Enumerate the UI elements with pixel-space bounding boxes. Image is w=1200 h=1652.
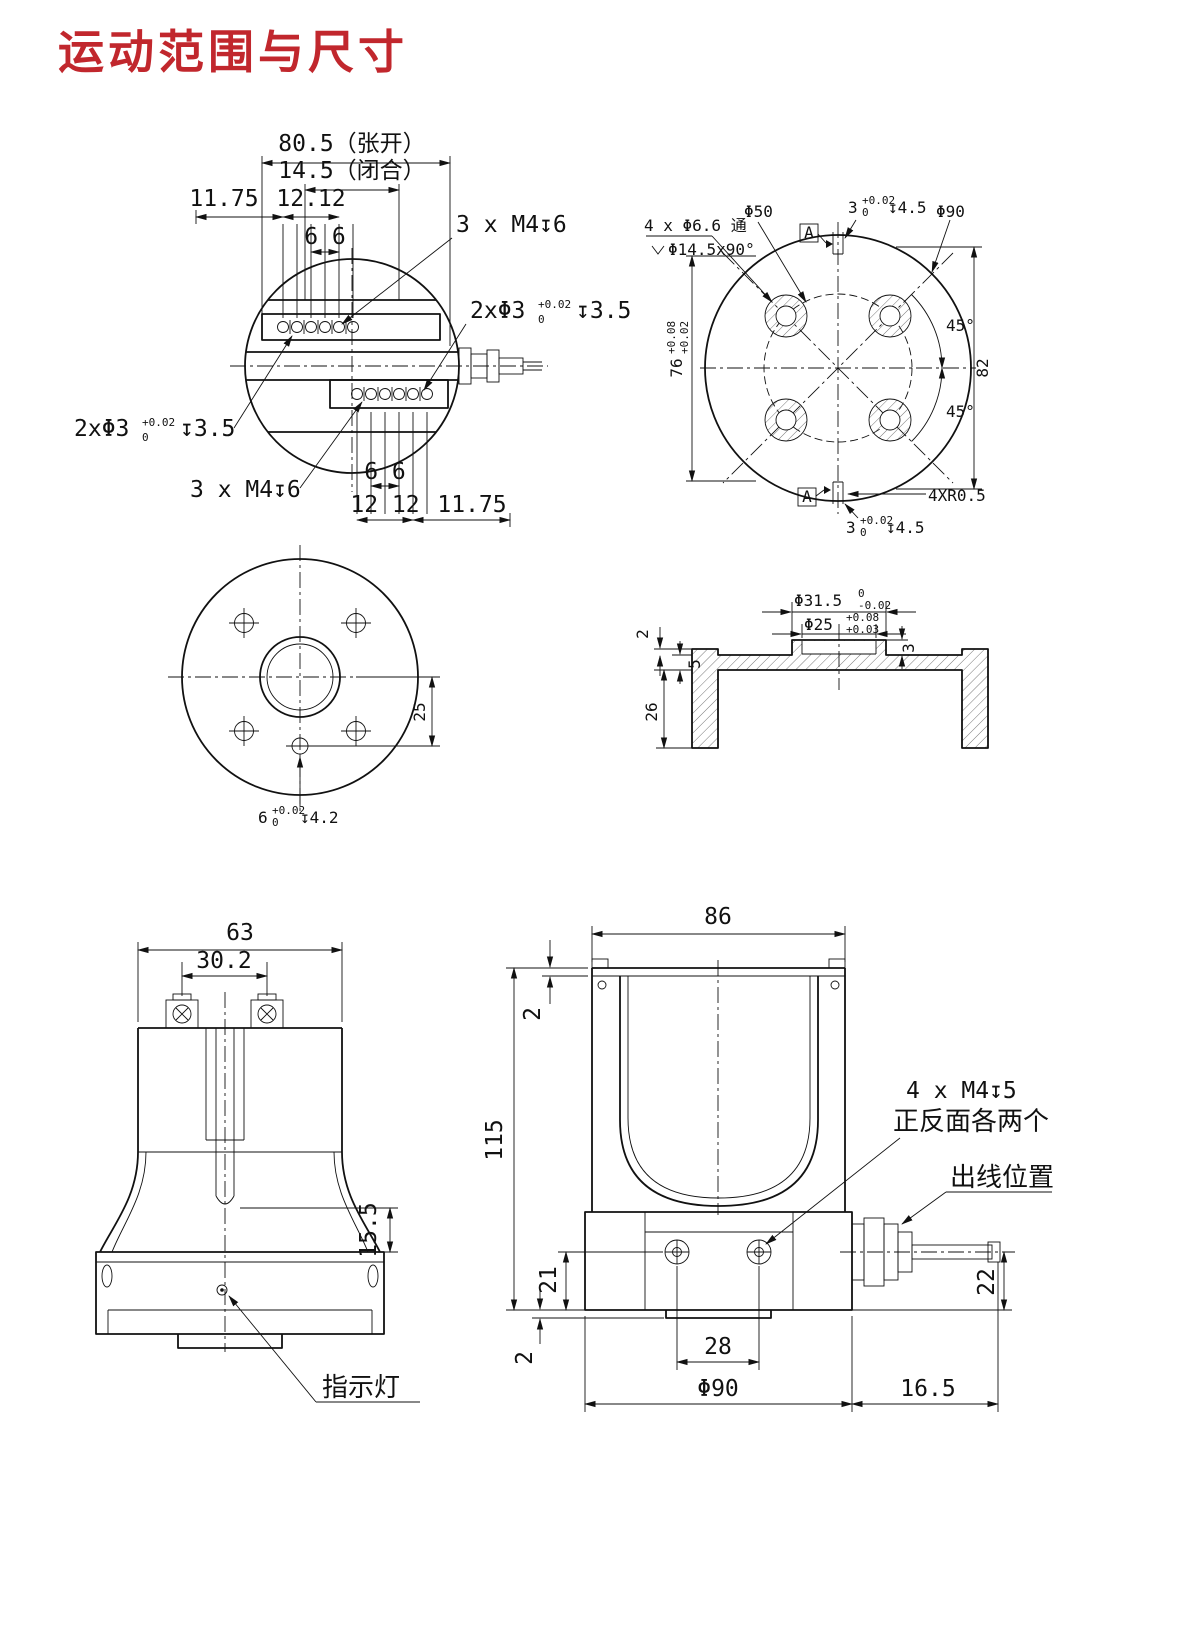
dim-phi315: Φ31.5 bbox=[794, 591, 842, 610]
dim-slot-bottom-depth: ↧4.5 bbox=[886, 518, 925, 537]
tol-phi25-lower: +0.03 bbox=[846, 623, 879, 636]
label-countersink: Φ14.5x90° bbox=[668, 240, 755, 259]
dim-6-6-bottom: 6 6 bbox=[364, 459, 406, 485]
tol-phi3-left-upper: +0.02 bbox=[142, 416, 175, 429]
dim-closed-width: 14.5（闭合） bbox=[278, 158, 425, 184]
bolt-holes bbox=[764, 294, 912, 442]
tol-phi3-left-lower: 0 bbox=[142, 431, 149, 444]
view-round-plate: 25 6 +0.02 0 ↧4.2 bbox=[168, 545, 440, 829]
label-m4-bottom: 3 x M4↧6 bbox=[190, 477, 301, 503]
tol-hole-upper: +0.02 bbox=[272, 804, 305, 817]
tol-phi315-lower: -0.02 bbox=[858, 599, 891, 612]
dim-6-6-top: 6 6 bbox=[304, 224, 346, 250]
tol-phi315-upper: 0 bbox=[858, 587, 865, 600]
label-phi50: Φ50 bbox=[744, 202, 773, 221]
datum-a-top: A bbox=[804, 223, 814, 242]
dim-3: 3 bbox=[899, 643, 918, 653]
dim-16-5: 16.5 bbox=[900, 1376, 955, 1402]
dim-86: 86 bbox=[704, 904, 732, 930]
dim-2: 2 bbox=[633, 629, 652, 639]
dim-2-top: 2 bbox=[520, 1007, 546, 1021]
dim-30-2: 30.2 bbox=[196, 948, 251, 974]
dim-63: 63 bbox=[226, 920, 254, 946]
dim-45-lower: 45° bbox=[946, 402, 975, 421]
dim-22: 22 bbox=[974, 1268, 1000, 1296]
tol-slot-top-lower: 0 bbox=[862, 206, 869, 219]
page-title: 运动范围与尺寸 bbox=[58, 25, 408, 79]
tol-slot-top-upper: +0.02 bbox=[862, 194, 895, 207]
label-phi3-left: 2xΦ3 bbox=[74, 416, 129, 442]
tol-76-upper: +0.08 bbox=[665, 321, 678, 354]
tol-76-lower: +0.02 bbox=[678, 321, 691, 354]
dim-slot-top: 3 bbox=[848, 198, 858, 217]
dim-11-75-top: 11.75 bbox=[189, 186, 258, 212]
jaw-screws-top-row bbox=[277, 320, 359, 334]
dim-phi25: Φ25 bbox=[804, 615, 833, 634]
dim-slot-top-depth: ↧4.5 bbox=[888, 198, 927, 217]
label-cable-position: 出线位置 bbox=[950, 1163, 1054, 1193]
label-indicator-light: 指示灯 bbox=[322, 1373, 400, 1403]
dim-45-upper: 45° bbox=[946, 316, 975, 335]
label-4xr05: 4XR0.5 bbox=[928, 486, 986, 505]
view-bracket-section: Φ31.5 0 -0.02 Φ25 +0.08 +0.03 2 5 26 3 bbox=[633, 587, 989, 749]
label-phi3-right-depth: ↧3.5 bbox=[576, 298, 631, 324]
dim-76: 76 bbox=[667, 358, 686, 377]
dim-slot-bottom: 3 bbox=[846, 518, 856, 537]
tol-hole-lower: 0 bbox=[272, 816, 279, 829]
cable-connector bbox=[851, 1217, 1001, 1287]
view-gripper-front: 63 30.2 15.5 指示灯 bbox=[95, 920, 420, 1403]
view-flange-face: 4 x Φ6.6 通 Φ14.5x90° Φ50 Φ90 3 +0.02 0 ↧… bbox=[644, 194, 992, 539]
label-m4-note: 正反面各两个 bbox=[893, 1107, 1049, 1137]
datum-a-bottom: A bbox=[802, 487, 812, 506]
dim-25: 25 bbox=[410, 702, 429, 721]
dim-21: 21 bbox=[536, 1266, 562, 1294]
label-m4-top: 3 x M4↧6 bbox=[456, 212, 567, 238]
view-gripper-side: 86 2 115 21 2 28 Φ90 16.5 22 4 x M4↧5 正反… bbox=[482, 904, 1054, 1412]
tol-phi3-right-upper: +0.02 bbox=[538, 298, 571, 311]
top-screws bbox=[165, 993, 284, 1029]
tol-phi25-upper: +0.08 bbox=[846, 611, 879, 624]
label-m4-side: 4 x M4↧5 bbox=[906, 1078, 1017, 1104]
jaw-screws-bottom-row bbox=[351, 387, 433, 401]
dim-15-5: 15.5 bbox=[356, 1202, 382, 1257]
view-gripper-top: 80.5（张开） 14.5（闭合） 11.75 12.12 6 6 3 x M4… bbox=[74, 131, 631, 527]
dim-open-width: 80.5（张开） bbox=[278, 131, 425, 157]
dim-hole-6: 6 bbox=[258, 808, 268, 827]
tol-phi3-right-lower: 0 bbox=[538, 313, 545, 326]
dim-82: 82 bbox=[973, 358, 992, 377]
dim-115: 115 bbox=[482, 1119, 508, 1161]
label-4-holes: 4 x Φ6.6 通 bbox=[644, 216, 747, 235]
dim-12-12-bottom: 12 12 bbox=[350, 492, 419, 518]
dim-11-75-bottom: 11.75 bbox=[437, 492, 506, 518]
dim-2-bottom: 2 bbox=[512, 1351, 538, 1365]
dim-28: 28 bbox=[704, 1334, 732, 1360]
base-screws bbox=[664, 1239, 772, 1265]
label-phi3-left-depth: ↧3.5 bbox=[180, 416, 235, 442]
label-phi3-right: 2xΦ3 bbox=[470, 298, 525, 324]
dim-hole-depth: ↧4.2 bbox=[300, 808, 339, 827]
dim-phi90: Φ90 bbox=[697, 1376, 739, 1402]
dim-12-12-top: 12.12 bbox=[276, 186, 345, 212]
dim-26: 26 bbox=[642, 702, 661, 721]
label-phi90: Φ90 bbox=[936, 202, 965, 221]
tol-slot-bottom-upper: +0.02 bbox=[860, 514, 893, 527]
tol-slot-bottom-lower: 0 bbox=[860, 526, 867, 539]
plate-holes bbox=[229, 608, 371, 755]
dim-5: 5 bbox=[685, 659, 704, 669]
